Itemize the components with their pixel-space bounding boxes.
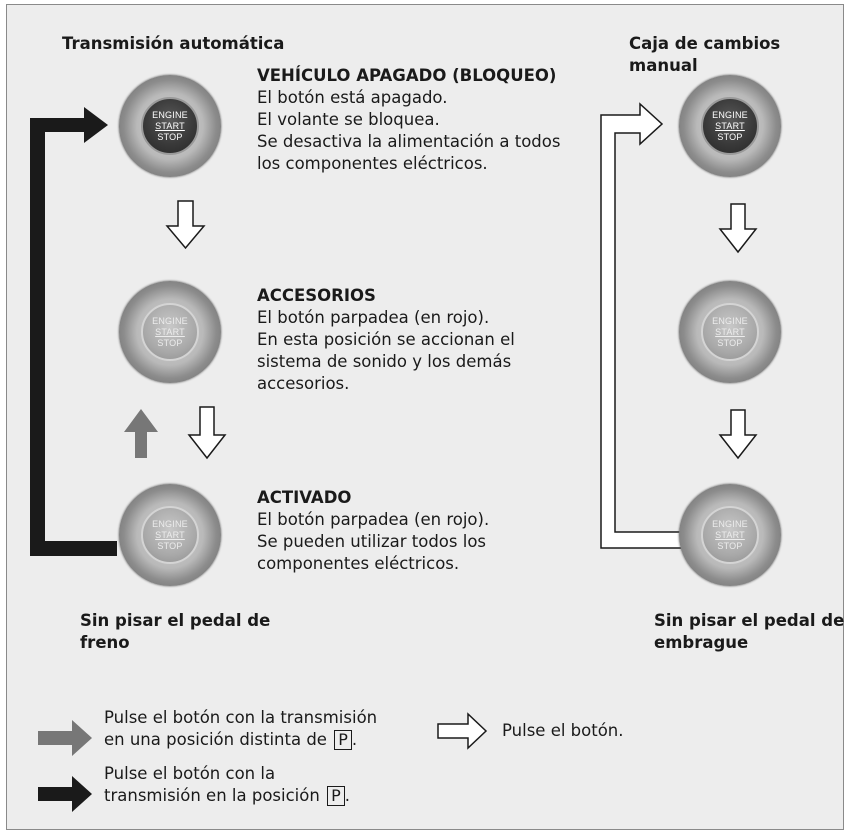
legend-period: . xyxy=(344,786,350,805)
button-label-start: START xyxy=(155,529,185,540)
note-automatic: Sin pisar el pedal de freno xyxy=(80,610,270,654)
header-manual: Caja de cambios manual xyxy=(629,34,781,75)
legend-black-line: transmisión en la posición P. xyxy=(104,786,350,806)
manual-down-arrow-1 xyxy=(718,203,758,254)
state-off-line: El botón está apagado. xyxy=(257,88,448,107)
button-label-stop: STOP xyxy=(717,540,743,551)
button-label-engine: ENGINE xyxy=(152,315,188,326)
button-label-start: START xyxy=(155,120,185,131)
p-position-symbol: P xyxy=(327,786,345,806)
button-label-stop: STOP xyxy=(157,337,183,348)
state-off-line: Se desactiva la alimentación a todos xyxy=(257,132,561,151)
state-accessory-line: El botón parpadea (en rojo). xyxy=(257,308,490,327)
legend-white-arrow xyxy=(437,712,488,750)
button-label-start: START xyxy=(715,529,745,540)
state-accessory-description: ACCESORIOS El botón parpadea (en rojo). … xyxy=(257,285,515,395)
header-automatic: Transmisión automática xyxy=(62,34,285,53)
state-on-line: componentes eléctricos. xyxy=(257,554,460,573)
button-label-start: START xyxy=(715,120,745,131)
legend-black-arrow xyxy=(38,776,92,812)
state-off-description: VEHÍCULO APAGADO (BLOQUEO) El botón está… xyxy=(257,65,560,175)
state-accessory-title: ACCESORIOS xyxy=(257,286,376,305)
legend-gray-line: Pulse el botón con la transmisión xyxy=(104,708,378,727)
state-on-description: ACTIVADO El botón parpadea (en rojo). Se… xyxy=(257,487,489,575)
legend-period: . xyxy=(351,730,358,749)
note-automatic-line: Sin pisar el pedal de xyxy=(80,611,271,630)
state-on-line: Se pueden utilizar todos los xyxy=(257,532,487,551)
note-manual-line: Sin pisar el pedal de xyxy=(654,611,845,630)
note-manual-line: embrague xyxy=(654,633,749,652)
button-label-engine: ENGINE xyxy=(152,518,188,529)
state-accessory-line: accesorios. xyxy=(257,374,350,393)
state-accessory-line: En esta posición se accionan el xyxy=(257,330,515,349)
button-label-stop: STOP xyxy=(717,131,743,142)
note-manual: Sin pisar el pedal de embrague xyxy=(654,610,844,654)
legend-black-text: Pulse el botón con la transmisión en la … xyxy=(104,763,350,807)
button-label-stop: STOP xyxy=(157,540,183,551)
button-label-engine: ENGINE xyxy=(712,518,748,529)
button-label-engine: ENGINE xyxy=(712,109,748,120)
button-label-engine: ENGINE xyxy=(152,109,188,120)
black-loop-arrow-shape xyxy=(30,107,117,556)
down-arrow-1 xyxy=(165,200,206,250)
state-off-line: los componentes eléctricos. xyxy=(257,154,488,173)
button-label-stop: STOP xyxy=(157,131,183,142)
state-accessory-line: sistema de sonido y los demás xyxy=(257,352,512,371)
legend-black-line: Pulse el botón con la xyxy=(104,764,276,783)
state-off-line: El volante se bloquea. xyxy=(257,110,440,129)
manual-down-arrow-2 xyxy=(718,409,758,460)
legend-gray-text: Pulse el botón con la transmisión en una… xyxy=(104,707,377,751)
note-automatic-line: freno xyxy=(80,633,130,652)
button-label-engine: ENGINE xyxy=(712,315,748,326)
legend-white-text: Pulse el botón. xyxy=(502,721,624,740)
black-loop-arrow xyxy=(40,109,108,537)
down-arrow-2 xyxy=(187,406,227,460)
button-label-start: START xyxy=(715,326,745,337)
button-label-start: START xyxy=(155,326,185,337)
button-label-stop: STOP xyxy=(717,337,743,348)
legend-gray-arrow xyxy=(38,720,92,756)
state-on-title: ACTIVADO xyxy=(257,488,352,507)
legend-gray-line: en una posición distinta de P. xyxy=(104,730,358,750)
state-off-title: VEHÍCULO APAGADO (BLOQUEO) xyxy=(257,66,557,85)
white-loop-arrow xyxy=(600,102,683,549)
gray-up-arrow xyxy=(124,409,158,458)
state-on-line: El botón parpadea (en rojo). xyxy=(257,510,490,529)
p-position-symbol: P xyxy=(334,730,352,750)
